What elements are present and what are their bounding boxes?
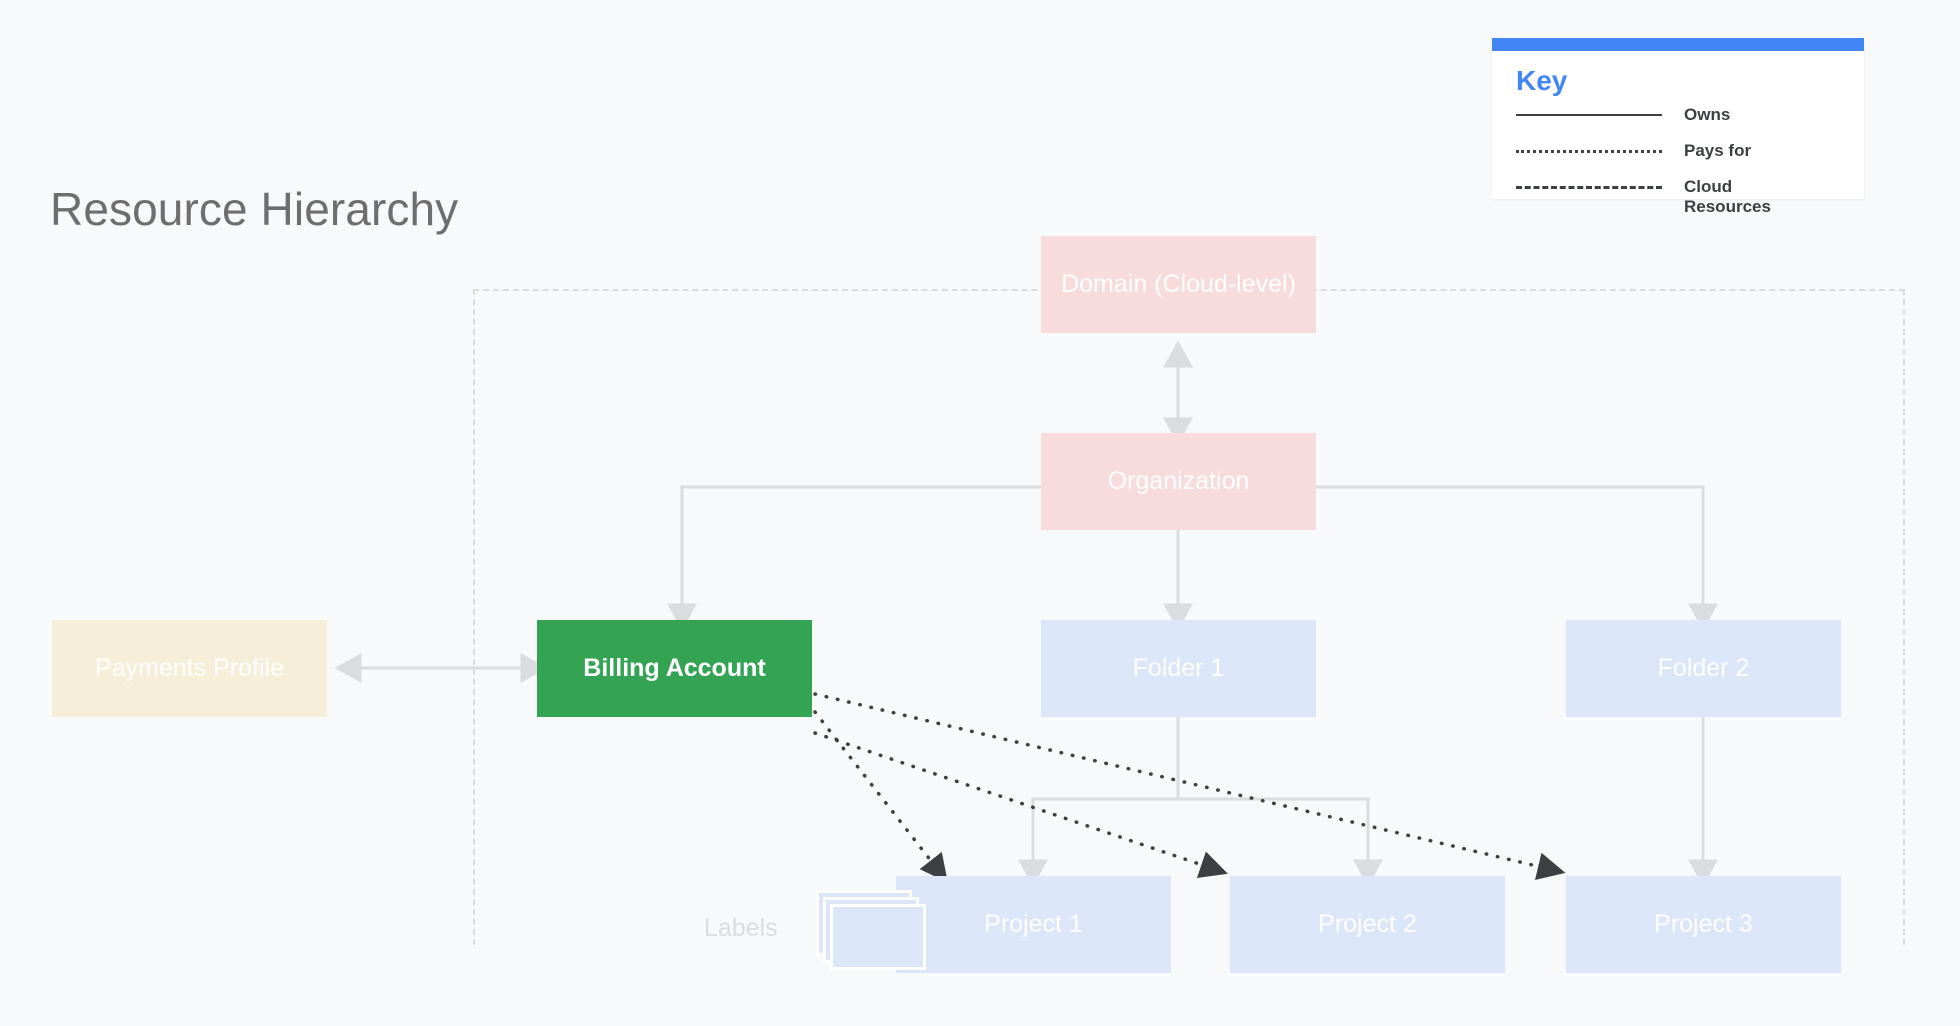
node-project-1[interactable]: Project 1 [896, 876, 1171, 973]
node-project-2[interactable]: Project 2 [1230, 876, 1505, 973]
legend-card: Key Owns Pays for Cloud Resources [1492, 38, 1864, 216]
legend-title: Key [1516, 65, 1568, 96]
legend-label-owns: Owns [1684, 105, 1731, 124]
legend-rows: Owns Pays for Cloud Resources [1516, 105, 1846, 221]
legend-dotted-line-icon [1516, 141, 1662, 161]
node-organization[interactable]: Organization [1041, 433, 1316, 530]
cloud-resources-boundary [473, 289, 1905, 945]
labels-caption: Labels [704, 914, 778, 942]
legend-accent-bar [1492, 38, 1864, 51]
stacked-cards-icon [816, 890, 926, 970]
node-payments-profile[interactable]: Payments Profile [52, 620, 327, 717]
legend-solid-line-icon [1516, 105, 1662, 125]
node-billing-account[interactable]: Billing Account [537, 620, 812, 717]
node-folder-2[interactable]: Folder 2 [1566, 620, 1841, 717]
legend-row-pays-for: Pays for [1516, 141, 1846, 165]
legend-dashed-line-icon [1516, 177, 1662, 197]
legend-row-owns: Owns [1516, 105, 1846, 129]
legend-label-cloud-resources: Cloud Resources [1684, 177, 1771, 216]
node-project-3[interactable]: Project 3 [1566, 876, 1841, 973]
node-folder-1[interactable]: Folder 1 [1041, 620, 1316, 717]
page-title: Resource Hierarchy [50, 183, 459, 235]
legend-row-cloud-resources: Cloud Resources [1516, 177, 1846, 221]
legend-label-pays-for: Pays for [1684, 141, 1752, 160]
stacked-card-front [830, 904, 926, 970]
node-domain[interactable]: Domain (Cloud-level) [1041, 236, 1316, 333]
